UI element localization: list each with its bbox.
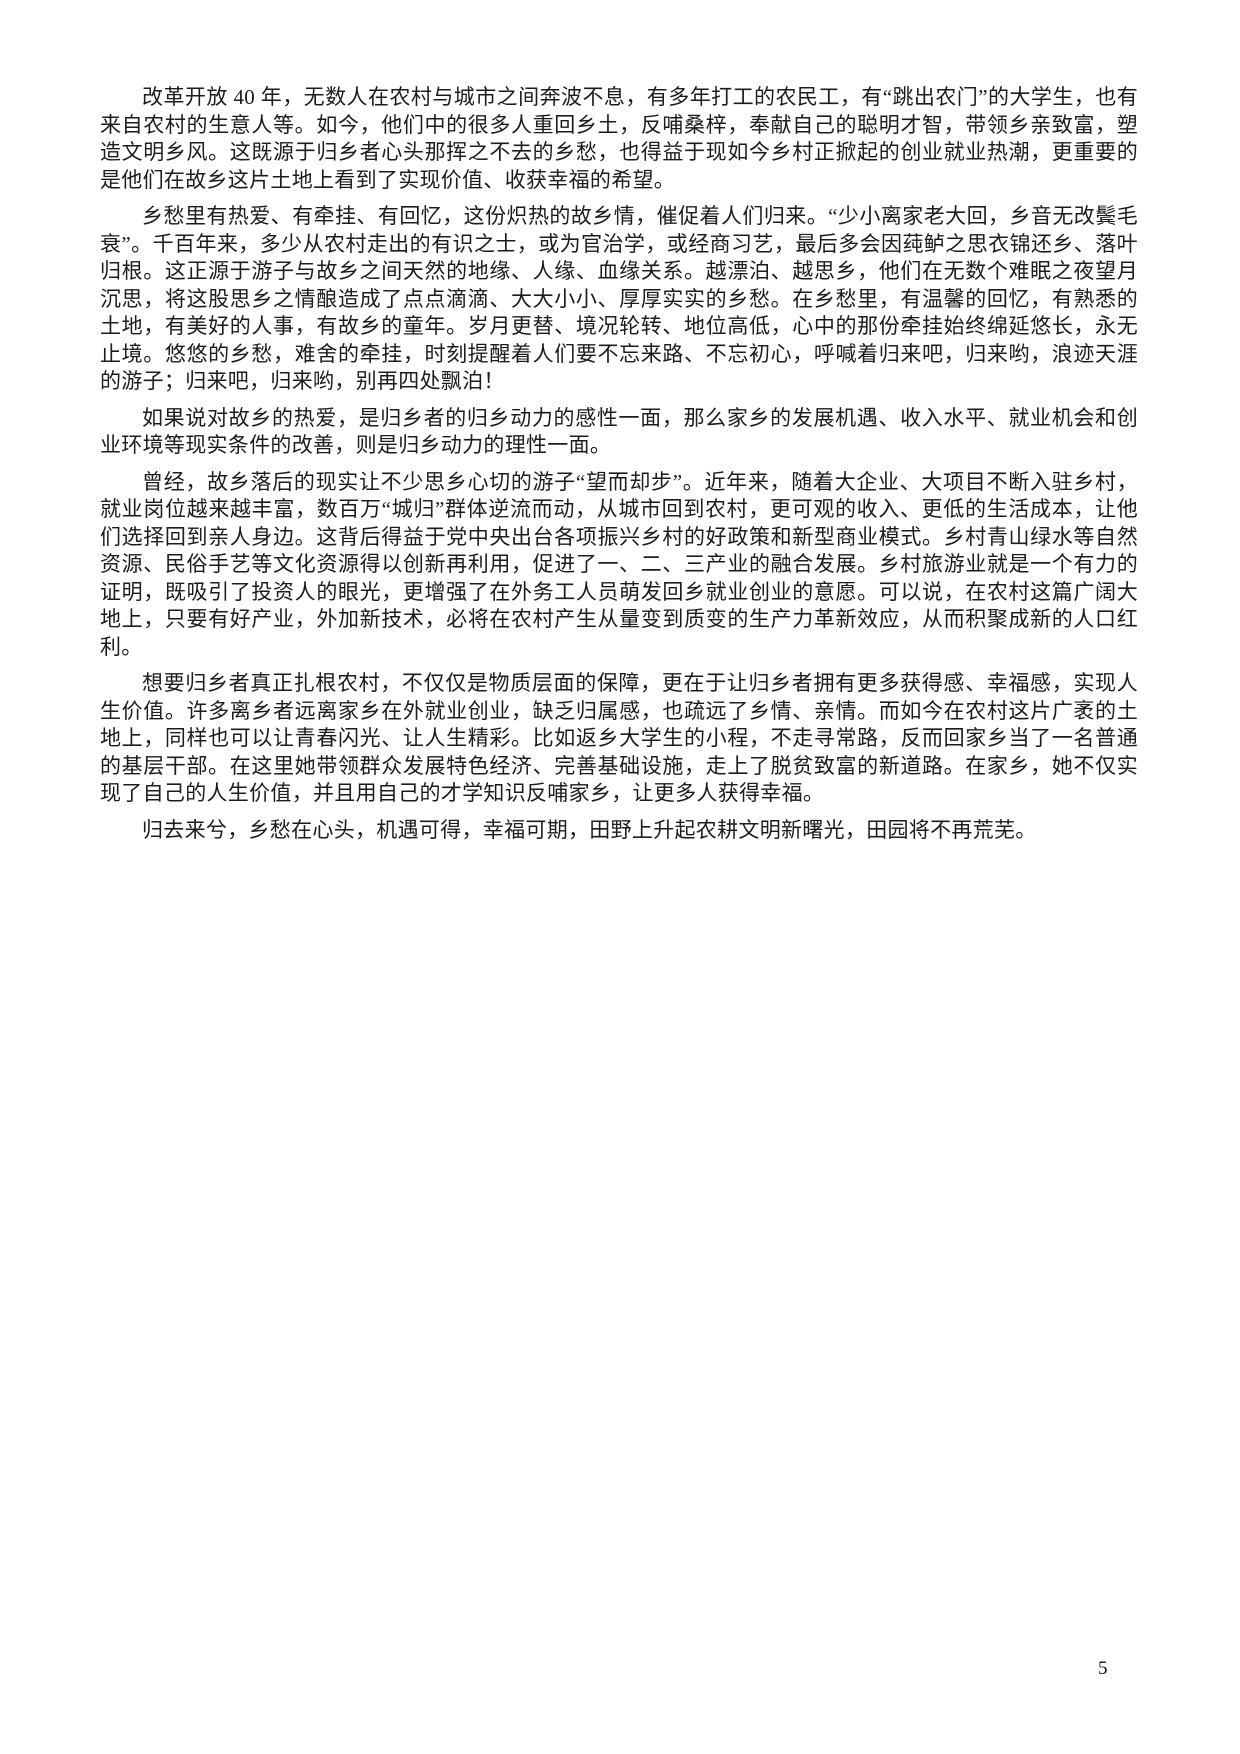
paragraph-4: 曾经，故乡落后的现实让不少思乡心切的游子“望而却步”。近年来，随着大企业、大项目… (100, 469, 1138, 659)
paragraph-2: 乡愁里有热爱、有牵挂、有回忆，这份炽热的故乡情，催促着人们归来。“少小离家老大回… (100, 204, 1138, 393)
paragraph-3: 如果说对故乡的热爱，是归乡者的归乡动力的感性一面，那么家乡的发展机遇、收入水平、… (100, 405, 1138, 458)
page-number: 5 (1098, 1658, 1108, 1679)
paragraph-6: 归去来兮，乡愁在心头，机遇可得，幸福可期，田野上升起农耕文明新曙光，田园将不再荒… (142, 817, 1037, 842)
paragraph-5: 想要归乡者真正扎根农村，不仅仅是物质层面的保障，更在于让归乡者拥有更多获得感、幸… (100, 671, 1138, 805)
essay-body: 改革开放 40 年，无数人在农村与城市之间奔波不息，有多年打工的农民工，有“跳出… (100, 84, 1138, 853)
paragraph-1: 改革开放 40 年，无数人在农村与城市之间奔波不息，有多年打工的农民工，有“跳出… (100, 85, 1138, 192)
